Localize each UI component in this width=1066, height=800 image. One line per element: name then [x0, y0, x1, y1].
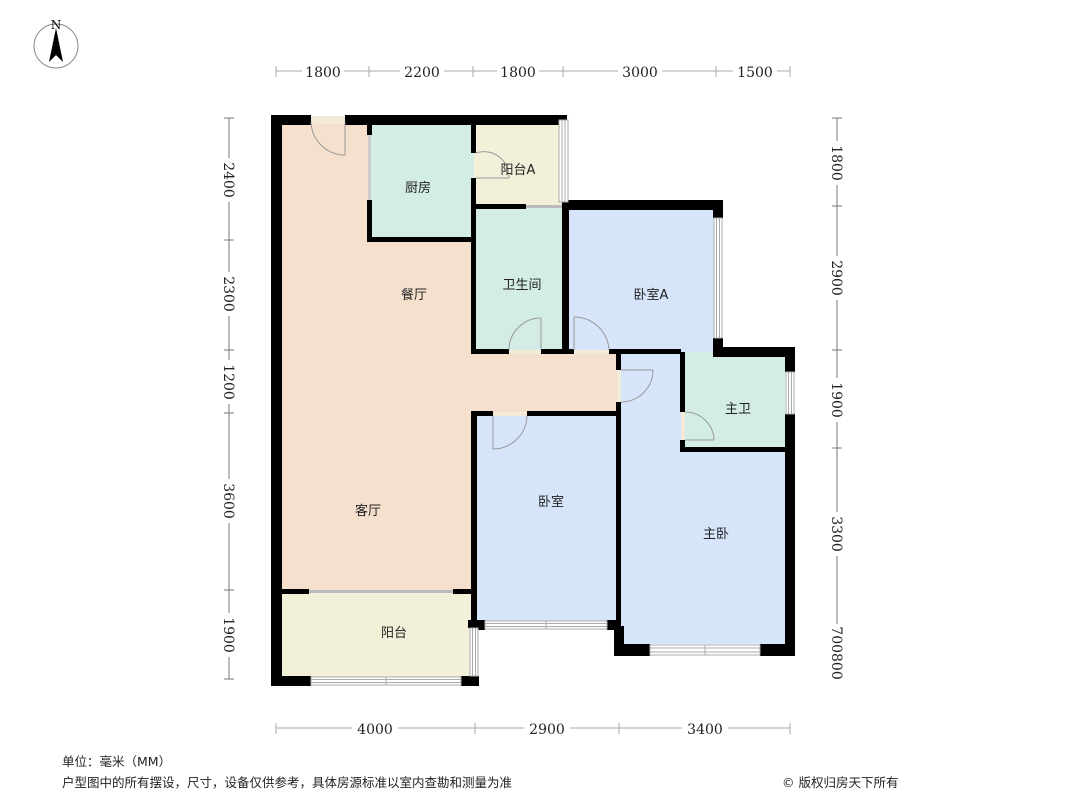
label-kitchen: 厨房 — [405, 180, 431, 196]
label-master-bedroom: 主卧 — [703, 527, 729, 542]
bedroom-a-door-icon — [573, 316, 610, 354]
dim-right-4: 3300 — [828, 516, 844, 552]
kitchen-area — [370, 124, 474, 240]
balcony-side-window — [469, 627, 479, 677]
doors — [310, 116, 715, 450]
balcony-a-window — [558, 119, 569, 203]
dim-left-3: 1200 — [220, 364, 236, 400]
label-bathroom: 卫生间 — [502, 278, 541, 293]
label-balcony: 阳台 — [381, 626, 407, 641]
compass-label: N — [51, 18, 62, 32]
label-dining: 餐厅 — [401, 287, 427, 303]
label-bedroom: 卧室 — [538, 494, 564, 510]
master-bath-window — [785, 371, 795, 415]
dim-top-2: 2200 — [404, 65, 440, 81]
label-balcony-a: 阳台A — [501, 163, 536, 178]
dim-top-3: 1800 — [500, 65, 536, 81]
dim-left-1: 2400 — [220, 162, 236, 198]
dim-top-1: 1800 — [305, 65, 341, 81]
master-bath-door-icon — [681, 411, 715, 441]
walls — [271, 115, 795, 686]
bedroom-a-window — [713, 217, 723, 339]
living-dining-area — [281, 122, 619, 592]
left-dimension-labels: 2400 2300 1200 3600 1900 — [220, 158, 238, 657]
balcony-a-area — [474, 124, 562, 208]
right-dimension-labels: 1800 2900 1900 3300 700800 — [828, 141, 846, 682]
entry-door-icon — [310, 116, 346, 156]
dim-right-3: 1900 — [828, 382, 844, 418]
label-living: 客厅 — [355, 503, 381, 519]
dim-left-5: 1900 — [220, 617, 236, 653]
disclaimer-note: 户型图中的所有摆设，尺寸，设备仅供参考，具体房源标准以室内查勘和测量为准 — [62, 775, 513, 790]
room-labels: 厨房 阳台A 餐厅 卫生间 卧室A 主卫 客厅 卧室 主卧 阳台 — [355, 163, 751, 641]
master-bath-area — [683, 352, 785, 450]
dim-top-5: 1500 — [737, 65, 773, 81]
dim-bottom-3: 3400 — [687, 722, 723, 738]
copyright-note: © 版权归房天下所有 — [782, 775, 899, 790]
dim-left-4: 3600 — [220, 483, 236, 519]
dim-bottom-1: 4000 — [357, 722, 393, 738]
label-bedroom-a: 卧室A — [634, 287, 669, 303]
bottom-dimension-labels: 4000 2900 3400 — [352, 719, 728, 738]
dim-left-2: 2300 — [220, 276, 236, 312]
unit-note: 单位：毫米（MM） — [62, 754, 172, 769]
windows — [309, 119, 795, 686]
dim-right-5: 700800 — [828, 626, 844, 679]
kitchen-window — [368, 135, 371, 200]
room-fills — [281, 122, 785, 678]
bedroom-door-icon — [492, 412, 528, 450]
top-dimension-labels: 1800 2200 1800 3000 1500 — [302, 62, 777, 81]
balcony-area — [281, 592, 474, 678]
dim-right-1: 1800 — [828, 145, 844, 181]
dim-top-4: 3000 — [622, 65, 658, 81]
label-master-bath: 主卫 — [725, 402, 751, 417]
bedroom-area — [474, 413, 618, 623]
bedroom-a-area — [566, 210, 716, 352]
dim-right-2: 2900 — [828, 260, 844, 296]
north-compass-icon: N — [33, 18, 79, 69]
bathroom-door-icon — [508, 317, 542, 354]
bathroom-top-vent — [526, 205, 562, 208]
balcony-a-door-icon — [475, 151, 510, 179]
master-bedroom-door-icon — [617, 369, 654, 403]
dim-bottom-2: 2900 — [529, 722, 565, 738]
living-balcony-slider — [309, 590, 453, 593]
